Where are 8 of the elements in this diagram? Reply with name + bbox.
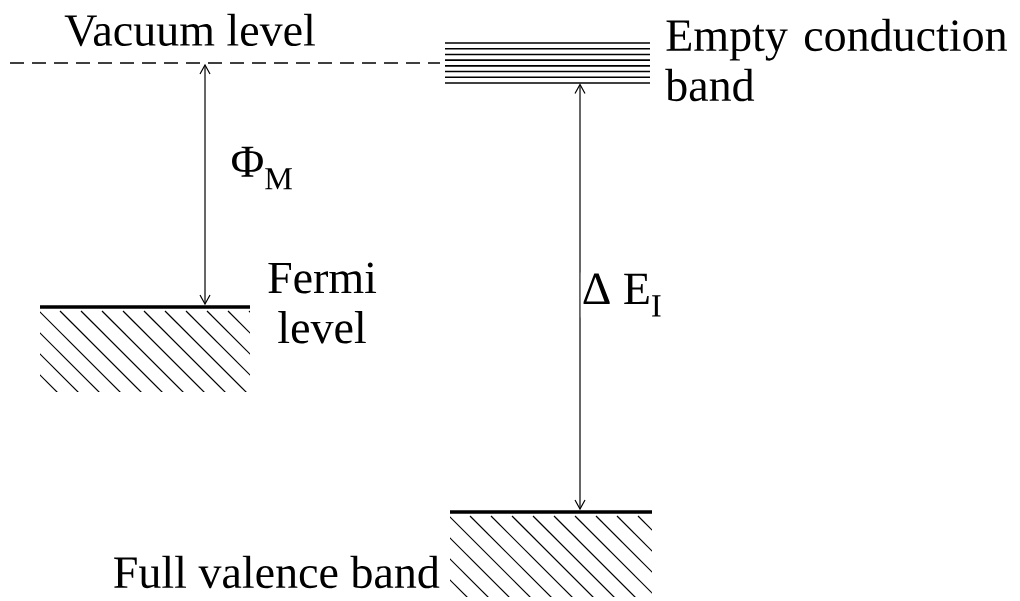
double-arrow bbox=[199, 63, 211, 306]
edge-label: Δ E$_{I}$ bbox=[580, 272, 664, 318]
level-label: Vacuum level bbox=[64, 13, 315, 47]
level-label: Full valence band bbox=[114, 555, 440, 589]
double-arrow bbox=[574, 83, 586, 511]
level-label: Fermi level bbox=[268, 262, 377, 344]
level-label: Empty conduction band bbox=[665, 18, 1007, 102]
edge-label: Φ$_{M}$ bbox=[229, 145, 295, 191]
